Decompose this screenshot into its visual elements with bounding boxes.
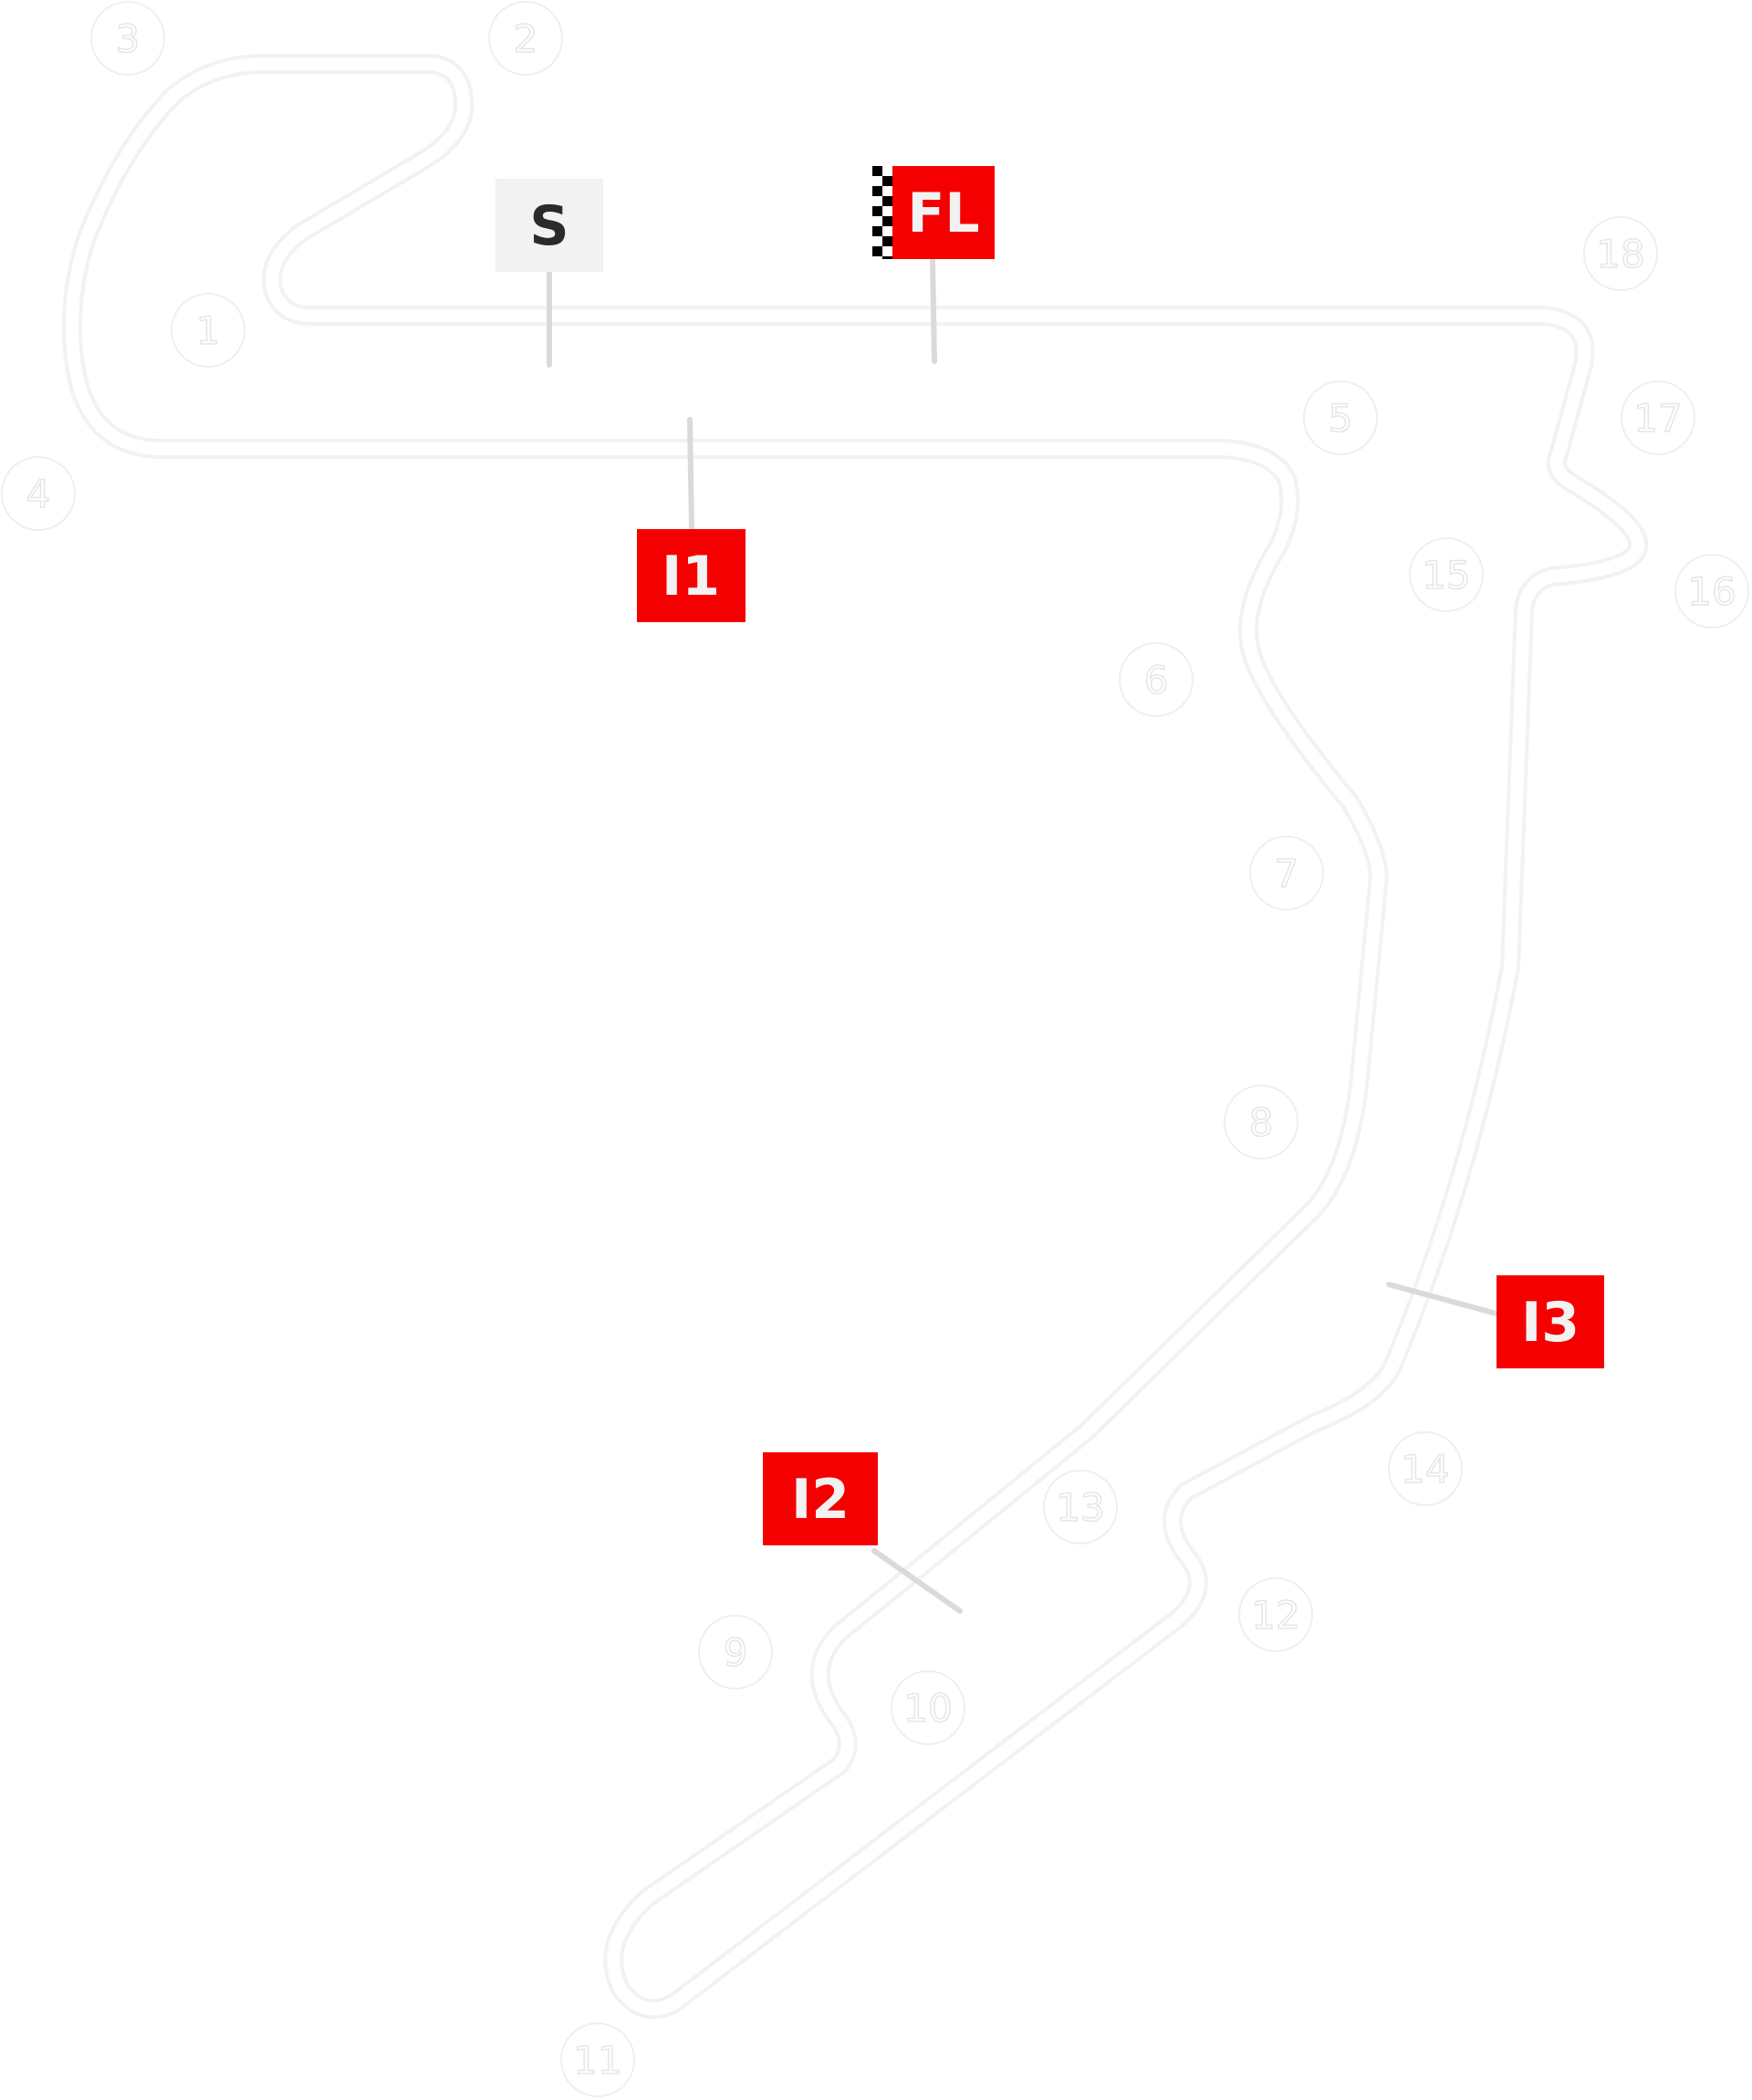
turn-number: 7 (1275, 851, 1299, 896)
intermediate-3-box (1496, 1275, 1604, 1368)
turn-11: 11 (560, 2022, 635, 2097)
intermediate-1-pole (687, 417, 694, 532)
turn-number: 6 (1144, 658, 1169, 702)
fastest-lap-marker[interactable]: FL (872, 166, 995, 259)
start-marker-label: S (529, 194, 568, 258)
turn-14: 14 (1388, 1431, 1463, 1506)
intermediate-1-box (637, 529, 746, 622)
turn-number: 10 (903, 1686, 952, 1731)
fastest-lap-marker-label: FL (907, 182, 979, 245)
turn-7: 7 (1249, 836, 1324, 910)
turn-number: 14 (1401, 1447, 1449, 1492)
turn-13: 13 (1043, 1470, 1118, 1544)
turn-2: 2 (488, 1, 563, 76)
intermediate-3-label: I3 (1521, 1291, 1580, 1355)
turn-number: 4 (26, 472, 51, 516)
intermediate-2-box (763, 1452, 878, 1545)
turn-18: 18 (1583, 216, 1658, 291)
intermediate-3-marker[interactable]: I3 (1496, 1275, 1604, 1368)
turn-number: 17 (1633, 396, 1682, 441)
marker-poles (547, 258, 1499, 1614)
turn-number: 8 (1249, 1100, 1274, 1145)
turn-number: 9 (724, 1630, 748, 1675)
turn-number: 15 (1422, 553, 1470, 598)
turn-number: 16 (1687, 569, 1736, 614)
turn-15: 15 (1409, 537, 1484, 612)
turn-1: 1 (171, 293, 245, 368)
turn-3: 3 (90, 1, 165, 76)
turn-number: 18 (1596, 232, 1644, 276)
turn-number: 5 (1329, 396, 1353, 441)
fastest-lap-marker-box (892, 166, 995, 259)
turn-12: 12 (1238, 1577, 1313, 1652)
turn-number: 2 (514, 16, 538, 61)
track (62, 54, 1649, 2020)
turn-5: 5 (1303, 380, 1378, 455)
intermediate-3-pole (1386, 1282, 1499, 1316)
turn-number: 11 (573, 2038, 621, 2083)
turn-10: 10 (891, 1670, 965, 1745)
turn-number: 3 (116, 16, 141, 61)
intermediate-1-label: I1 (662, 545, 720, 608)
intermediate-2-label: I2 (791, 1468, 850, 1532)
intermediate-1-marker[interactable]: I1 (637, 529, 746, 622)
start-marker-box (495, 179, 603, 272)
turn-16: 16 (1674, 554, 1749, 629)
intermediate-2-pole (871, 1548, 963, 1614)
fastest-lap-pole (930, 258, 937, 364)
track-centerline (66, 57, 1645, 2016)
turn-9: 9 (698, 1615, 773, 1689)
turn-17: 17 (1621, 380, 1695, 455)
start-marker[interactable]: S (495, 179, 603, 272)
turn-number: 1 (196, 308, 221, 353)
turn-4: 4 (1, 456, 76, 531)
turn-8: 8 (1224, 1085, 1298, 1159)
turn-number: 13 (1056, 1485, 1104, 1530)
checkered-flag-icon (872, 166, 892, 259)
turn-6: 6 (1119, 642, 1194, 717)
turn-number: 12 (1251, 1593, 1299, 1637)
intermediate-2-marker[interactable]: I2 (763, 1452, 878, 1545)
